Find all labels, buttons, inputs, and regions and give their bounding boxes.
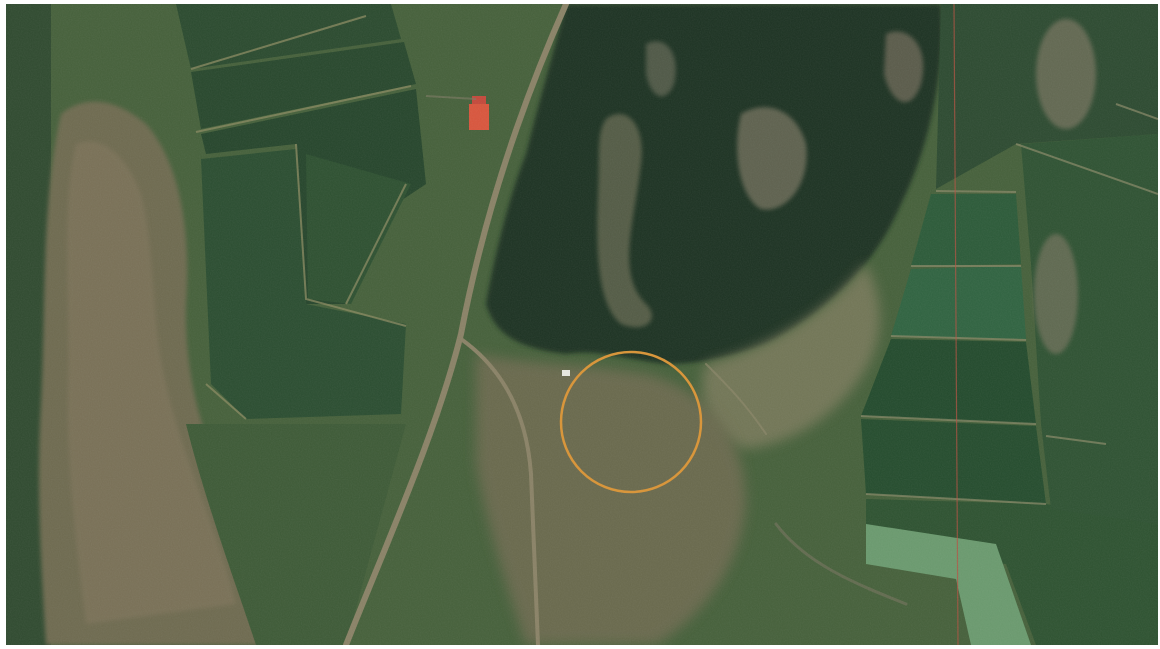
- location-marker-circle[interactable]: [559, 350, 703, 494]
- texture-overlay: [6, 4, 1158, 645]
- satellite-map[interactable]: [6, 4, 1158, 645]
